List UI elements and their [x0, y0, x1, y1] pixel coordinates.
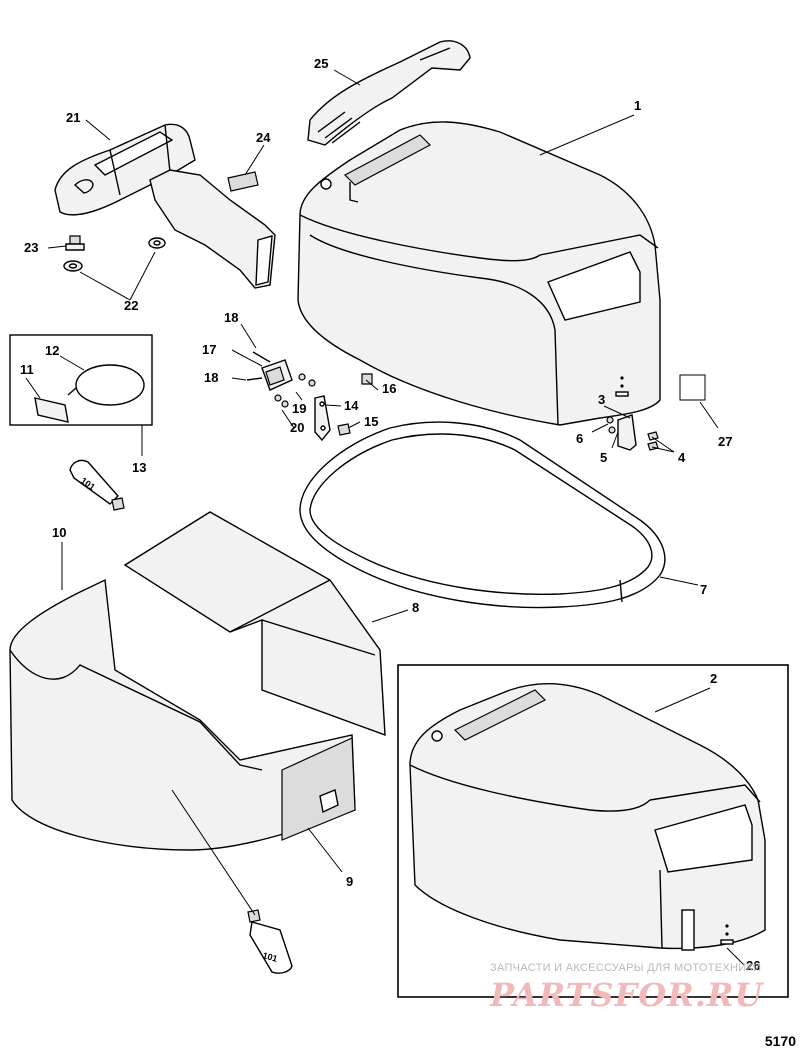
figure-number: 5170 [764, 1033, 796, 1049]
part-label-3: 3 [598, 392, 605, 407]
part-label-17: 17 [202, 342, 216, 357]
handle-bracket-part [54, 123, 276, 289]
part-label-2: 2 [710, 671, 717, 686]
part-label-5: 5 [600, 450, 607, 465]
part-label-14: 14 [344, 398, 359, 413]
part-label-8: 8 [412, 600, 419, 615]
tube-label-bottom: 101 [261, 950, 278, 964]
part-label-4: 4 [678, 450, 686, 465]
part-label-13: 13 [132, 460, 146, 475]
part-label-25: 25 [314, 56, 328, 71]
watermark-logo: PARTSFOR.RU [490, 976, 764, 1014]
part-number-labels: 1 2 3 4 5 6 7 8 9 10 11 12 13 14 15 16 1… [20, 56, 760, 973]
watermark-caption: ЗАПЧАСТИ И АКСЕССУАРЫ ДЛЯ МОТОТЕХНИКИ [490, 962, 762, 974]
decal-square-part [679, 374, 706, 401]
bracket-hardware-parts [606, 414, 659, 451]
part-label-26: 26 [746, 958, 760, 973]
part-label-20: 20 [290, 420, 304, 435]
inset-kit-box [9, 334, 153, 426]
part-label-18a: 18 [224, 310, 238, 325]
handle-part [307, 40, 471, 146]
sealant-tube-bottom: 101 [247, 909, 293, 974]
part-label-23: 23 [24, 240, 38, 255]
leader-lines [25, 69, 745, 966]
latch-hardware-parts [246, 351, 373, 442]
part-label-22: 22 [124, 298, 138, 313]
decal-part [227, 171, 259, 192]
part-label-21: 21 [66, 110, 80, 125]
bolt-washer-parts [63, 235, 166, 272]
top-cowl-part [297, 121, 661, 426]
part-label-18b: 18 [204, 370, 218, 385]
part-label-1: 1 [634, 98, 641, 113]
part-label-15: 15 [364, 414, 378, 429]
rear-panel-part [123, 511, 386, 737]
seal-part [299, 421, 666, 609]
part-label-10: 10 [52, 525, 66, 540]
part-label-12: 12 [45, 343, 59, 358]
part-label-7: 7 [700, 582, 707, 597]
part-label-9: 9 [346, 874, 353, 889]
lower-pan-part [9, 578, 356, 851]
sealant-tube-top: 101 [69, 459, 125, 511]
part-label-27: 27 [718, 434, 732, 449]
inset-cowl-box [397, 664, 789, 998]
part-label-16: 16 [382, 381, 396, 396]
part-label-24: 24 [256, 130, 271, 145]
part-label-6: 6 [576, 431, 583, 446]
part-label-11: 11 [20, 362, 34, 377]
part-label-19: 19 [292, 401, 306, 416]
